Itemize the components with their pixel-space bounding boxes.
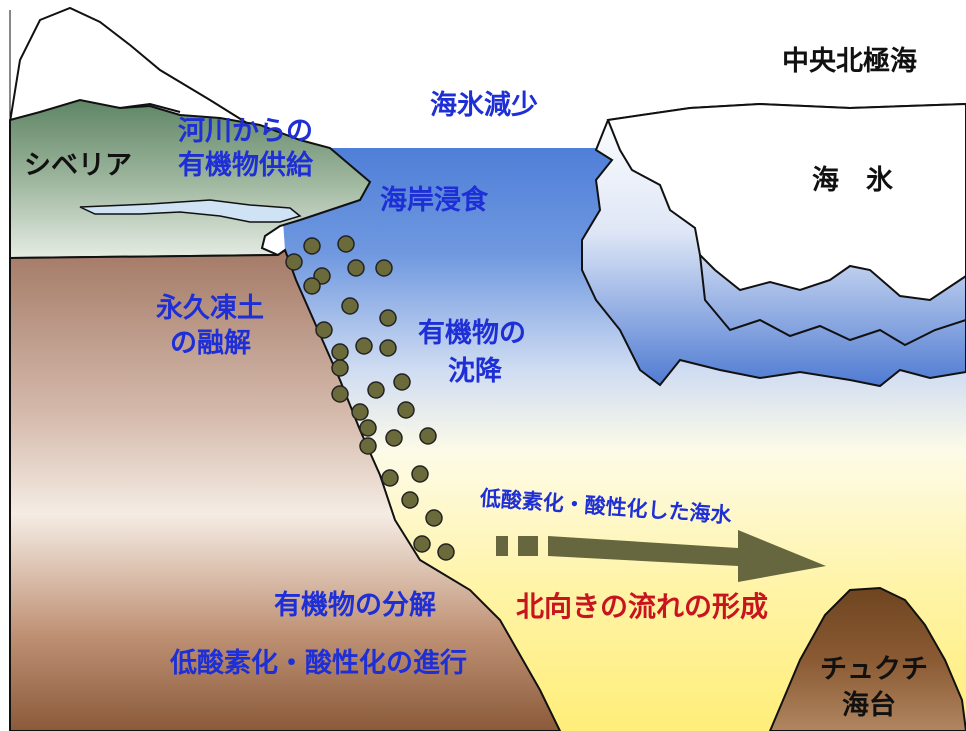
organic-particle: [413, 535, 431, 553]
central-arctic-ocean-label: 中央北極海: [782, 46, 917, 77]
chukchi-plateau: [768, 586, 966, 731]
organic-decomposition-label: 有機物の分解: [274, 590, 436, 621]
organic-particle: [367, 381, 385, 399]
organic-particle: [303, 237, 321, 255]
northward-flow-label: 北向きの流れの形成: [516, 590, 769, 623]
sea-ice-label: 海 氷: [812, 165, 893, 196]
organic-sinking-label-2: 沈降: [448, 356, 502, 387]
sea-ice-top: [606, 102, 966, 302]
organic-particle: [381, 469, 399, 487]
organic-particle: [355, 337, 373, 355]
organic-particle: [393, 373, 411, 391]
organic-particle: [411, 465, 429, 483]
river-organic-supply-label-1: 河川からの: [178, 116, 313, 147]
organic-particle: [331, 385, 349, 403]
arrow-dash-1: [496, 536, 508, 556]
chukchi-plateau-label-1: チュクチ: [820, 654, 928, 685]
organic-particle: [347, 259, 365, 277]
organic-particle: [375, 259, 393, 277]
arrow-body: [548, 530, 826, 582]
organic-particle: [303, 277, 321, 295]
organic-particle: [425, 509, 443, 527]
organic-particle: [385, 429, 403, 447]
sea-ice-edge: [699, 254, 966, 347]
organic-particle: [401, 491, 419, 509]
river: [79, 199, 302, 223]
hypoxia-acidification-label: 低酸素化・酸性化の進行: [170, 648, 467, 679]
organic-particle: [315, 321, 333, 339]
chukchi-plateau-label-2: 海台: [842, 690, 896, 721]
organic-particle: [379, 309, 397, 327]
coastal-erosion-label: 海岸浸食: [380, 185, 488, 216]
organic-particle: [341, 297, 359, 315]
river-organic-supply-label-2: 有機物供給: [178, 150, 313, 181]
organic-particle: [337, 235, 355, 253]
organic-particle: [331, 359, 349, 377]
organic-particle: [285, 253, 303, 271]
organic-particle: [397, 401, 415, 419]
organic-particle: [359, 419, 377, 437]
organic-particle: [437, 543, 455, 561]
dashed-arrow-right-icon: [496, 530, 826, 582]
arrow-dash-2: [518, 536, 538, 556]
siberia-label: シベリア: [24, 150, 132, 181]
permafrost-thaw-label-1: 永久凍土: [156, 293, 264, 324]
organic-particle: [351, 403, 369, 421]
organic-particle: [379, 339, 397, 357]
permafrost-thaw-label-2: の融解: [170, 328, 251, 359]
organic-sinking-label-1: 有機物の: [418, 318, 526, 349]
organic-particle: [331, 343, 349, 361]
organic-particle-group: [285, 235, 455, 561]
organic-particle: [419, 427, 437, 445]
organic-particle: [359, 437, 377, 455]
sea-ice-decrease-label: 海氷減少: [430, 90, 538, 121]
